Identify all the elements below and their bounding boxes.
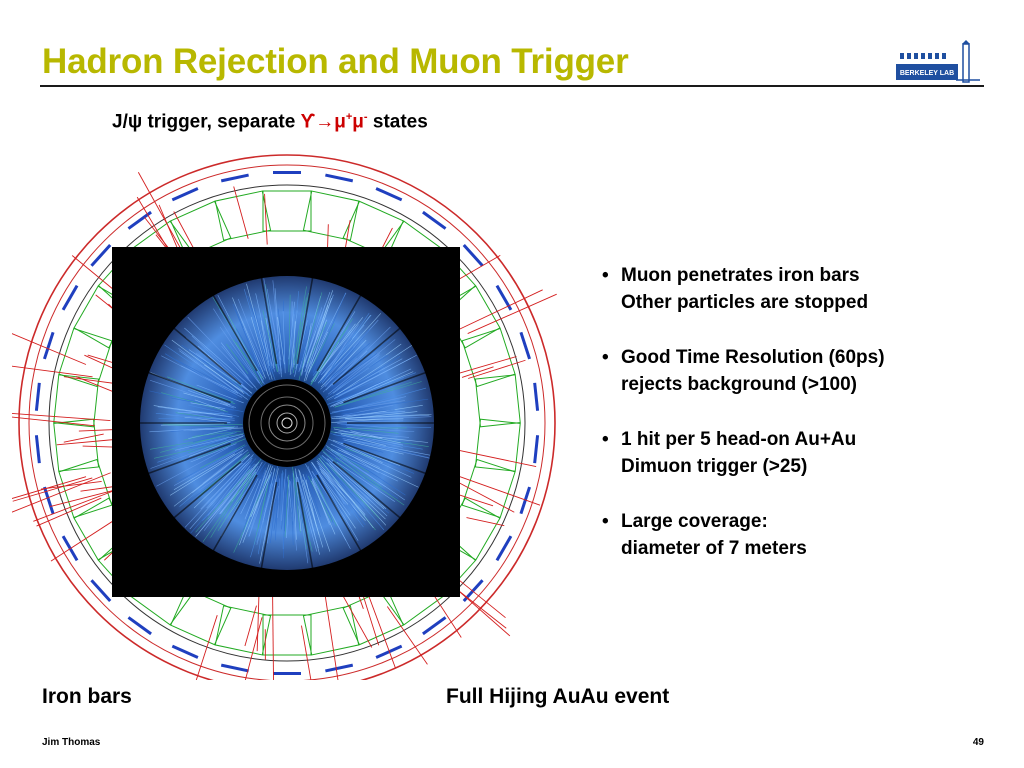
- logo-text: BERKELEY LAB: [900, 70, 954, 77]
- bullet-item: Good Time Resolution (60ps)rejects backg…: [600, 344, 1000, 398]
- page-number: 49: [972, 737, 984, 748]
- title-rule: [40, 85, 984, 87]
- slide-title: Hadron Rejection and Muon Trigger: [42, 42, 629, 81]
- footer-author: Jim Thomas: [42, 737, 101, 748]
- hijing-event-display: [137, 275, 437, 571]
- berkeley-lab-logo: BERKELEY LAB: [896, 40, 980, 83]
- caption-iron-bars: Iron bars: [42, 685, 132, 708]
- detector-event-figure: [12, 154, 557, 680]
- subtitle: J/ψ trigger, separate ϒ→μ+μ- states: [112, 111, 428, 133]
- outer-detector-rings: [18, 154, 556, 680]
- bullet-item: Large coverage:diameter of 7 meters: [600, 508, 1000, 562]
- caption-event: Full Hijing AuAu event: [446, 685, 670, 708]
